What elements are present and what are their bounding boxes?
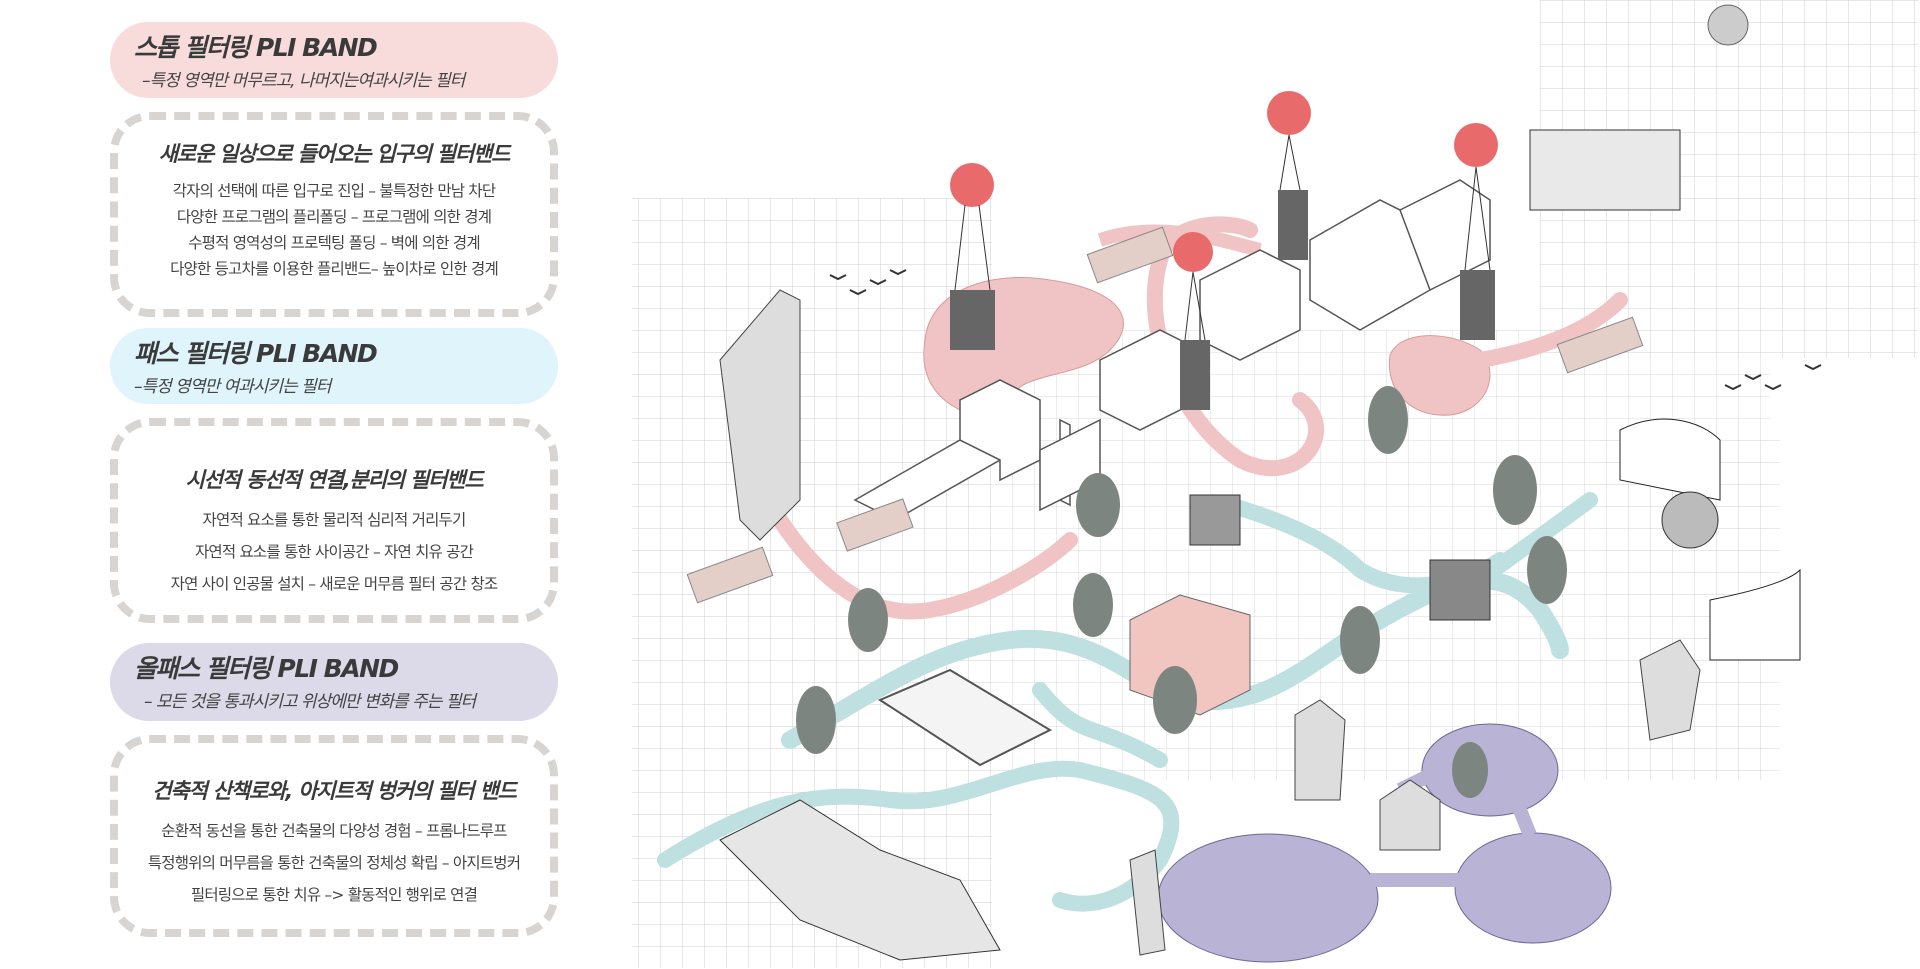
band-title: 스톱 필터링 PLI BAND xyxy=(134,33,378,62)
visual-circulation-filter-band-box: 시선적 동선적 연결,분리의 필터밴드 자연적 요소를 통한 물리적 심리적 거… xyxy=(110,418,558,623)
concrete-box xyxy=(1189,494,1241,546)
pool xyxy=(877,668,1053,767)
allpass-zone xyxy=(1454,832,1612,944)
box-title: 시선적 동선적 연결,분리의 필터밴드 xyxy=(185,468,484,492)
stop-filter-path xyxy=(1472,292,1628,368)
box-line: 수평적 영역성의 프로텍팅 폴딩 – 벽에 의한 경계 xyxy=(188,234,480,252)
box-line: 순환적 동선을 통한 건축물의 다양성 경험 – 프롬나드루프 xyxy=(161,822,507,840)
band-subtitle: –특정 영역만 여과시키는 필터 xyxy=(134,377,331,397)
box-line: 각자의 선택에 따른 입구로 진입 – 불특정한 만남 차단 xyxy=(172,182,496,200)
balloons xyxy=(950,91,1498,410)
box-line: 자연적 요소를 통한 물리적 심리적 거리두기 xyxy=(202,511,467,529)
stop-filter-path xyxy=(772,512,1078,620)
stone-wall xyxy=(1556,316,1644,374)
box-line: 특정행위의 머무름을 통한 건축물의 정체성 확립 – 아지트벙커 xyxy=(147,854,521,872)
lattice-terrain xyxy=(719,799,1001,961)
folding-buildings xyxy=(853,179,1491,521)
brick-tower xyxy=(1639,639,1701,741)
concrete-box xyxy=(1429,559,1491,621)
pass-filter-path xyxy=(1032,682,1168,768)
suspended-platform xyxy=(1529,129,1681,211)
stone-wall xyxy=(836,498,914,552)
brick-tower xyxy=(1294,699,1346,801)
allpass-zone xyxy=(1157,833,1379,963)
stone-wall xyxy=(1086,226,1174,284)
promenade-bunker-filter-band-box: 건축적 산책로와, 아지트적 벙커의 필터 밴드 순환적 동선을 통한 건축물의… xyxy=(110,735,558,937)
allpass-zone xyxy=(1421,723,1559,817)
entrance-filter-band-box: 새로운 일상으로 들어오는 입구의 필터밴드 각자의 선택에 따른 입구로 진입… xyxy=(110,112,558,317)
box-line: 자연적 요소를 통한 사이공간 – 자연 치유 공간 xyxy=(194,543,474,561)
band-title: 패스 필터링 PLI BAND xyxy=(134,339,378,368)
lunar-module xyxy=(1661,491,1719,549)
box-line: 자연 사이 인공물 설치 – 새로운 머무름 필터 공간 창조 xyxy=(170,575,499,593)
pass-filtering-band: 패스 필터링 PLI BAND –특정 영역만 여과시키는 필터 xyxy=(110,328,558,404)
band-subtitle: – 모든 것을 통과시키고 위상에만 변화를 주는 필터 xyxy=(144,692,476,712)
stone-wall xyxy=(686,546,774,604)
stop-filtering-band: 스톱 필터링 PLI BAND –특정 영역만 머무르고, 나머지는여과시키는 … xyxy=(110,22,558,98)
allpass-filtering-band: 올패스 필터링 PLI BAND – 모든 것을 통과시키고 위상에만 변화를 … xyxy=(110,643,558,721)
box-line: 필터링으로 통한 치유 –> 활동적인 행위로 연결 xyxy=(190,886,478,904)
moon xyxy=(1707,4,1749,46)
birds xyxy=(829,269,1822,391)
box-title: 건축적 산책로와, 아지트적 벙커의 필터 밴드 xyxy=(152,779,517,803)
trees xyxy=(796,386,1567,798)
pass-filter-path xyxy=(781,571,1569,749)
band-title: 올패스 필터링 PLI BAND xyxy=(134,654,399,683)
tower-structure xyxy=(719,289,801,541)
curved-screen xyxy=(1619,418,1721,501)
box-title: 새로운 일상으로 들어오는 입구의 필터밴드 xyxy=(158,142,511,166)
box-line: 다양한 등고차를 이용한 플리밴드– 높이차로 인한 경계 xyxy=(170,260,499,278)
band-subtitle: –특정 영역만 머무르고, 나머지는여과시키는 필터 xyxy=(142,71,465,91)
curved-screen xyxy=(1709,568,1801,661)
box-line: 다양한 프로그램의 플리폴딩 – 프로그램에 의한 경계 xyxy=(176,208,492,226)
brick-tower xyxy=(1379,779,1441,851)
brick-tower xyxy=(1129,849,1166,956)
